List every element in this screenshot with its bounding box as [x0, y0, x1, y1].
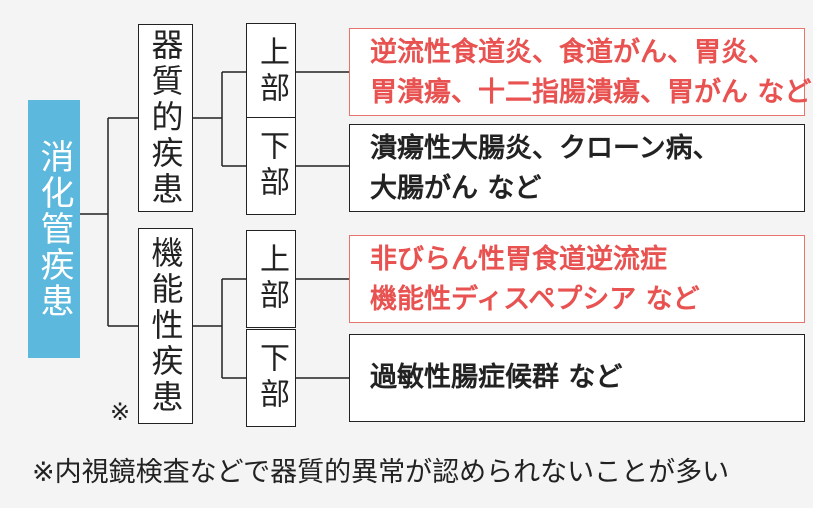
category-organic: 器質的疾患 [138, 24, 193, 212]
example-line: 過敏性腸症候群 など [370, 362, 623, 393]
category-functional-label: 機能性疾患 [146, 236, 185, 416]
example-line: 非びらん性胃食道逆流症 [370, 244, 667, 275]
sub-organic-upper: 上部 [246, 23, 296, 121]
sub-functional-upper-label: 上部 [254, 243, 289, 315]
footnote: ※内視鏡検査などで器質的異常が認められないことが多い [32, 457, 730, 488]
examples-organic-lower: 潰瘍性大腸炎、クローン病、 大腸がん など [349, 124, 805, 212]
examples-functional-upper: 非びらん性胃食道逆流症 機能性ディスペプシア など [349, 235, 805, 323]
sub-functional-lower-label: 下部 [254, 342, 289, 414]
examples-functional-lower: 過敏性腸症候群 など [349, 334, 805, 422]
sub-functional-upper: 上部 [246, 230, 296, 328]
example-line: 胃潰瘍、十二指腸潰瘍、胃がん など [370, 77, 812, 108]
sub-organic-lower-label: 下部 [254, 130, 289, 202]
example-line: 機能性ディスペプシア など [370, 284, 700, 315]
category-functional: 機能性疾患 [138, 228, 193, 424]
example-line: 逆流性食道炎、食道がん、胃炎、 [370, 37, 775, 68]
footnote-marker: ※ [110, 398, 131, 426]
root-label: 消化管疾患 [34, 139, 74, 319]
root-node-digestive-disease: 消化管疾患 [28, 100, 80, 358]
sub-organic-upper-label: 上部 [254, 36, 289, 108]
sub-organic-lower: 下部 [246, 117, 296, 215]
category-organic-label: 器質的疾患 [146, 28, 185, 208]
example-line: 潰瘍性大腸炎、クローン病、 [370, 133, 720, 164]
sub-functional-lower: 下部 [246, 329, 296, 427]
example-line: 大腸がん など [370, 173, 542, 204]
examples-organic-upper: 逆流性食道炎、食道がん、胃炎、 胃潰瘍、十二指腸潰瘍、胃がん など [349, 28, 812, 116]
